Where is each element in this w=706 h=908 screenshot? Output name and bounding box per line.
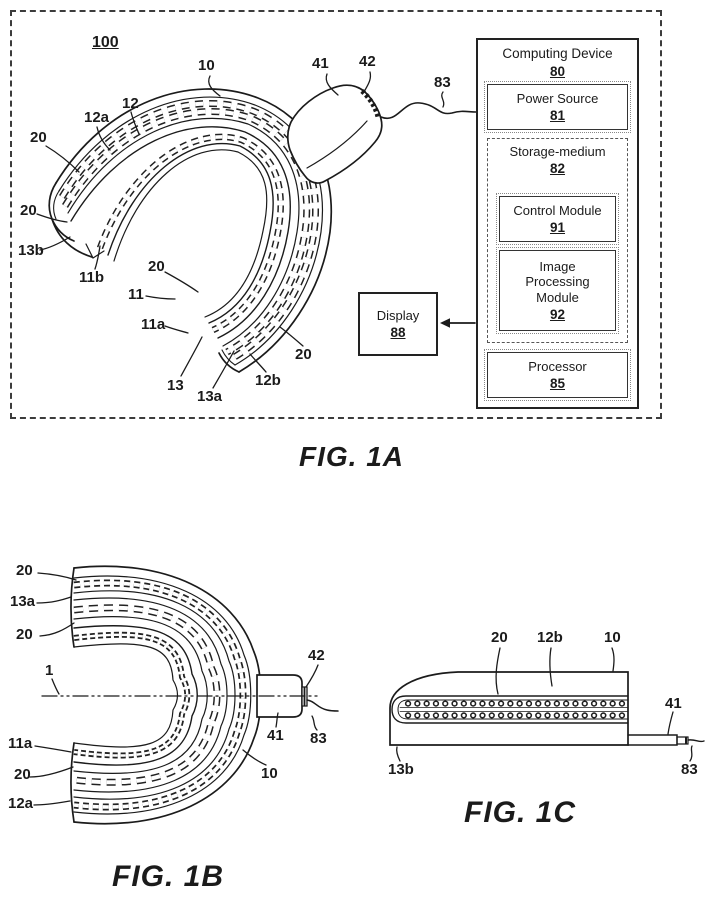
ref-label-11a: 11a bbox=[8, 735, 33, 752]
ref-label-13b: 13b bbox=[388, 761, 414, 778]
image-processing-module-label: Image Processing Module bbox=[525, 259, 590, 305]
display-label: Display bbox=[376, 307, 420, 323]
ref-label-83: 83 bbox=[681, 761, 698, 778]
control-module-ref: 91 bbox=[549, 220, 566, 236]
ref-label-10: 10 bbox=[261, 765, 278, 782]
leader-lines-1b bbox=[29, 572, 319, 806]
ref-label-83: 83 bbox=[434, 74, 451, 91]
leader-lines-1c bbox=[395, 647, 693, 762]
display-box: Display 88 bbox=[358, 292, 438, 356]
fig1a-caption: FIG. 1A bbox=[299, 441, 405, 472]
computing-device-label: Computing Device bbox=[502, 46, 613, 61]
ref-label-10: 10 bbox=[198, 57, 215, 74]
control-module-box: Control Module 91 bbox=[496, 193, 619, 245]
tray-1a-drawing bbox=[48, 88, 333, 373]
ref-label-12a: 12a bbox=[84, 109, 110, 126]
ref-label-12b: 12b bbox=[255, 372, 281, 389]
ref-label-42: 42 bbox=[308, 647, 325, 664]
ref-label-12a: 12a bbox=[8, 795, 34, 812]
led-strips-1b bbox=[73, 579, 247, 811]
ref-label-20: 20 bbox=[16, 626, 33, 643]
fig1c-caption: FIG. 1C bbox=[464, 796, 577, 829]
storage-medium-label: Storage-medium bbox=[509, 144, 606, 159]
fig1a-dashed-frame bbox=[10, 10, 662, 419]
ref-label-100: 100 bbox=[92, 34, 119, 51]
tray-1b-drawing bbox=[70, 565, 262, 825]
tray-1c-drawing bbox=[389, 671, 705, 746]
ref-label-41: 41 bbox=[665, 695, 682, 712]
cable-83-1a bbox=[380, 102, 477, 120]
display-ref: 88 bbox=[390, 325, 406, 341]
processor-label: Processor bbox=[528, 358, 587, 374]
ref-label-13b: 13b bbox=[18, 242, 44, 259]
ref-label-41: 41 bbox=[312, 55, 329, 72]
processor-box: Processor 85 bbox=[484, 349, 631, 401]
ref-label-20: 20 bbox=[20, 202, 37, 219]
ref-label-83: 83 bbox=[310, 730, 327, 747]
display-arrow bbox=[440, 318, 476, 328]
ref-label-20: 20 bbox=[491, 629, 508, 646]
power-source-box: Power Source 81 bbox=[484, 81, 631, 133]
ref-label-12: 12 bbox=[122, 95, 139, 112]
ref-label-20: 20 bbox=[30, 129, 47, 146]
control-module-label: Control Module bbox=[513, 202, 602, 218]
handle-1a bbox=[287, 84, 383, 184]
power-source-ref: 81 bbox=[549, 108, 566, 124]
ref-label-20: 20 bbox=[16, 562, 33, 579]
ref-label-1: 1 bbox=[45, 662, 54, 679]
power-source-label: Power Source bbox=[516, 90, 599, 106]
ref-label-12b: 12b bbox=[537, 629, 563, 646]
ref-label-11b: 11b bbox=[79, 269, 105, 286]
processor-ref: 85 bbox=[549, 376, 566, 392]
ref-label-10: 10 bbox=[604, 629, 621, 646]
fig1b-caption: FIG. 1B bbox=[112, 860, 225, 893]
image-processing-module-ref: 92 bbox=[549, 306, 566, 322]
ref-label-13: 13 bbox=[167, 377, 184, 394]
image-processing-module-box: Image Processing Module 92 bbox=[496, 247, 619, 334]
leader-lines-1a bbox=[36, 71, 445, 389]
ref-label-11: 11 bbox=[128, 286, 144, 303]
ref-label-20: 20 bbox=[14, 766, 31, 783]
ref-label-20: 20 bbox=[148, 258, 165, 275]
storage-medium-ref: 82 bbox=[549, 161, 566, 177]
ref-label-13a: 13a bbox=[197, 388, 223, 405]
ref-label-13a: 13a bbox=[10, 593, 36, 610]
ref-label-20: 20 bbox=[295, 346, 312, 363]
ref-label-42: 42 bbox=[359, 53, 376, 70]
computing-device-ref: 80 bbox=[549, 63, 566, 79]
ref-label-11a: 11a bbox=[141, 316, 166, 333]
ref-label-41: 41 bbox=[267, 727, 284, 744]
